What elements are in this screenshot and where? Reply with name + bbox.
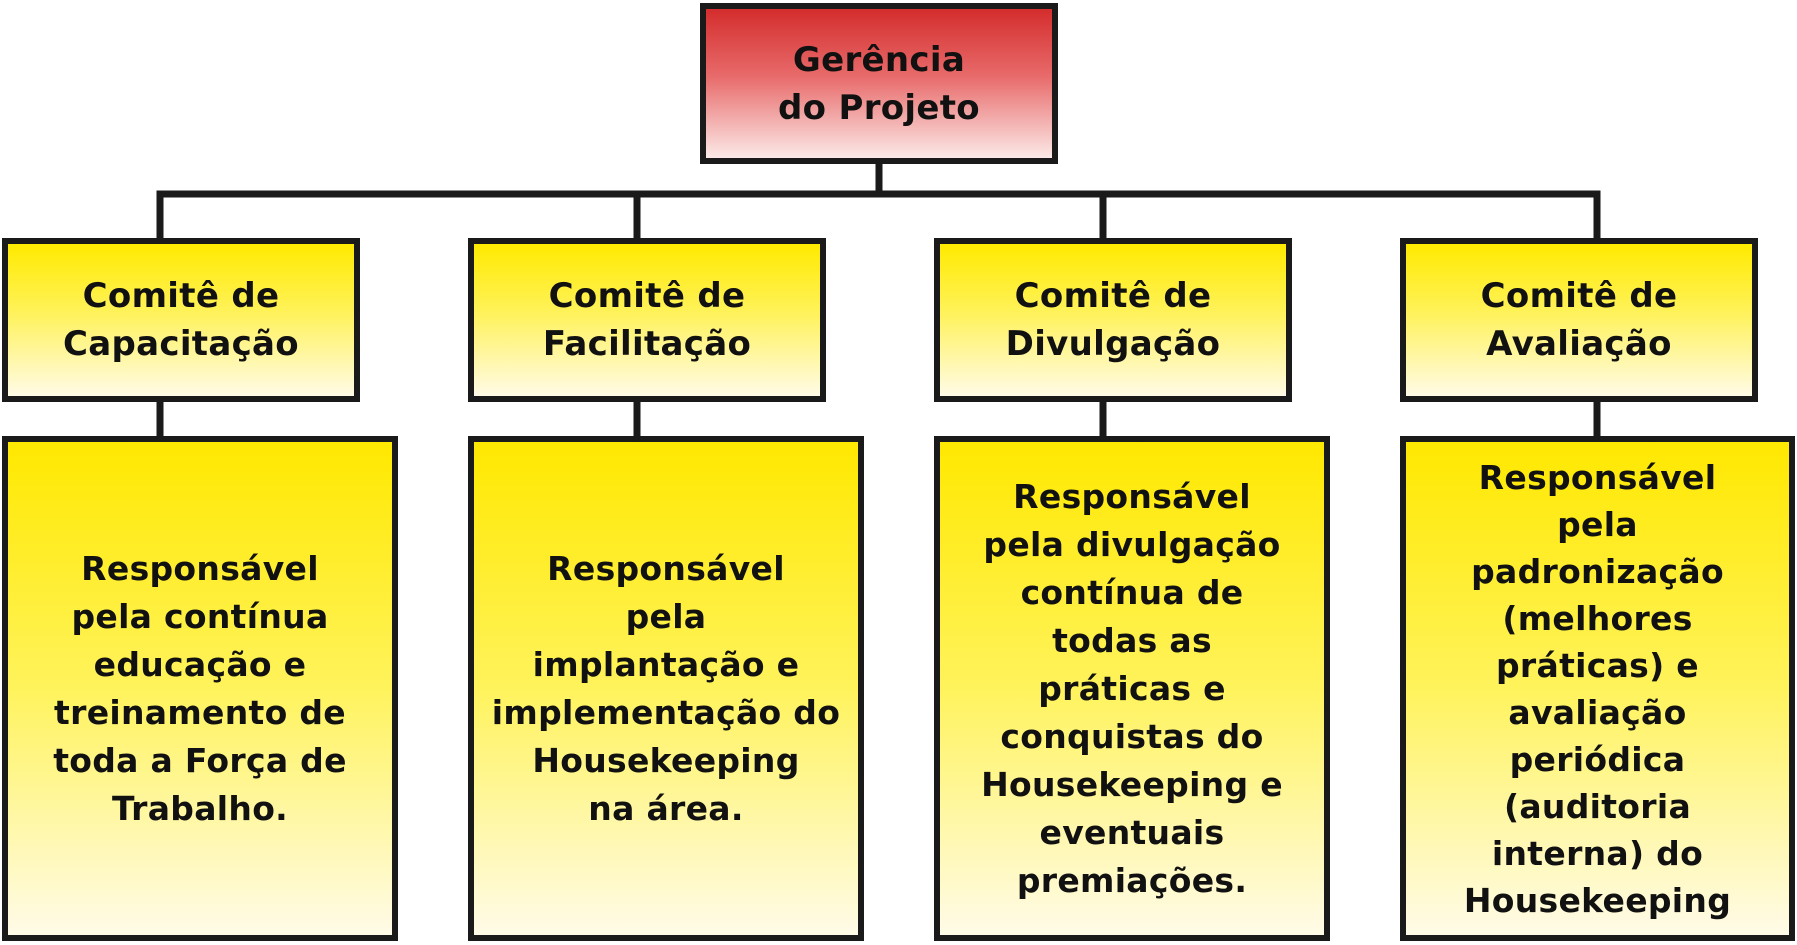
description-node-capacitacao: Responsável pela contínua educação e tre…: [2, 436, 398, 941]
committee-node-facilitacao: Comitê de Facilitação: [468, 238, 826, 402]
project-management-label: Gerência do Projeto: [778, 39, 980, 128]
committee-description: Responsável pela contínua educação e tre…: [53, 548, 347, 828]
committee-description: Responsável pela implantação e implement…: [491, 548, 841, 828]
committee-title: Comitê de Divulgação: [1005, 276, 1221, 364]
committee-node-capacitacao: Comitê de Capacitação: [2, 238, 360, 402]
committee-title: Comitê de Facilitação: [542, 276, 752, 364]
committee-description: Responsável pela divulgação contínua de …: [981, 476, 1283, 900]
description-node-facilitacao: Responsável pela implantação e implement…: [468, 436, 864, 941]
description-node-avaliacao: Responsável pela padronização (melhores …: [1400, 436, 1795, 941]
description-node-divulgacao: Responsável pela divulgação contínua de …: [934, 436, 1330, 941]
committee-title: Comitê de Capacitação: [63, 276, 299, 364]
committee-node-avaliacao: Comitê de Avaliação: [1400, 238, 1758, 402]
committee-description: Responsável pela padronização (melhores …: [1463, 457, 1732, 920]
project-management-node: Gerência do Projeto: [700, 3, 1058, 164]
committee-title: Comitê de Avaliação: [1480, 276, 1678, 364]
committee-node-divulgacao: Comitê de Divulgação: [934, 238, 1292, 402]
